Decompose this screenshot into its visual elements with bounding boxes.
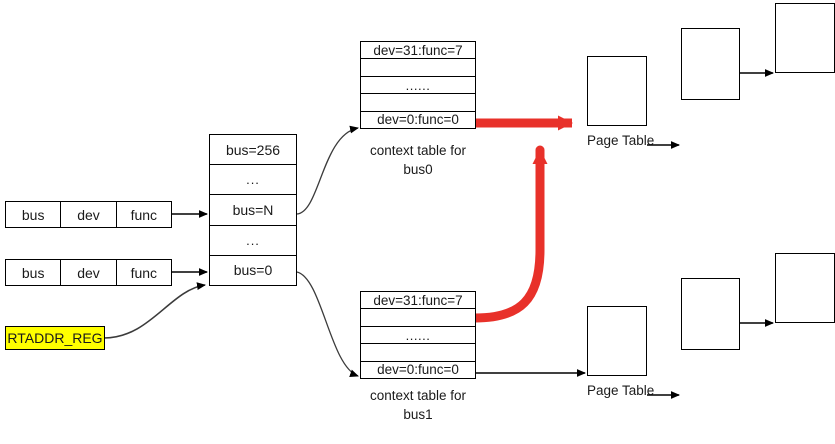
context-bus0-row-ellipsis: ......: [361, 77, 475, 95]
root-table-row-ellipsis-1: ...: [210, 165, 296, 196]
context-bus1-row-blank-1: [361, 309, 475, 327]
requester-lower-func: func: [130, 264, 158, 281]
page-table-bottom-caption: Page Table: [587, 383, 655, 398]
context-bus0-row-blank-2: [361, 94, 475, 112]
requester-upper-func: func: [130, 206, 158, 223]
context-bus1-caption-line1: context table for: [369, 388, 467, 403]
context-bus1-row-blank-2: [361, 344, 475, 362]
context-table-bus1: dev=31:func=7 ...... dev=0:func=0: [360, 291, 476, 379]
requester-upper-dev: dev: [61, 202, 117, 227]
context-bus0-caption-line2: bus0: [403, 162, 433, 177]
page-table-top-level-2: [681, 28, 740, 100]
requester-id-upper: bus dev func: [5, 201, 172, 228]
context-bus1-row-dev0func0: dev=0:func=0: [377, 362, 459, 378]
requester-id-lower: bus dev func: [5, 259, 172, 286]
requester-upper-bus: bus: [6, 202, 62, 227]
root-table-row-ellipsis-2: ...: [210, 226, 296, 256]
context-bus1-row-ellipsis: ......: [361, 327, 475, 345]
context-table-bus1-caption: context table for bus1: [360, 386, 476, 424]
context-bus1-caption-line2: bus1: [403, 407, 433, 422]
page-table-bottom-level-1: [587, 306, 647, 376]
connector-root-to-context-bus0: [296, 125, 359, 215]
page-table-top-level-3: [775, 3, 835, 73]
page-table-top-level-1: [587, 56, 647, 126]
requester-lower-bus: bus: [6, 260, 62, 285]
connector-root-to-context-bus1: [296, 271, 359, 377]
context-bus0-caption-line1: context table for: [369, 143, 467, 158]
context-table-bus0-caption: context table for bus0: [360, 141, 476, 179]
context-bus0-row-dev0func0: dev=0:func=0: [377, 112, 459, 128]
root-table: bus=256 ... bus=N ... bus=0: [209, 134, 297, 286]
rtaddr-reg-box: RTADDR_REG: [5, 326, 105, 350]
context-bus1-row-dev31func7: dev=31:func=7: [361, 292, 475, 310]
context-bus0-row-dev31func7: dev=31:func=7: [361, 42, 475, 60]
requester-lower-dev: dev: [61, 260, 117, 285]
red-arrow-context-bus1-to-page-table: [470, 145, 548, 323]
connector-rtaddr-reg: [103, 282, 206, 339]
root-table-row-bus0: bus=0: [233, 262, 273, 279]
context-table-bus0: dev=31:func=7 ...... dev=0:func=0: [360, 41, 476, 129]
page-table-bottom-level-2: [681, 278, 740, 350]
context-bus0-row-blank-1: [361, 59, 475, 77]
root-table-row-bus256: bus=256: [210, 135, 296, 166]
page-table-top-caption: Page Table: [587, 133, 655, 148]
root-table-row-busN: bus=N: [210, 195, 296, 226]
page-table-bottom-level-3: [775, 253, 835, 323]
